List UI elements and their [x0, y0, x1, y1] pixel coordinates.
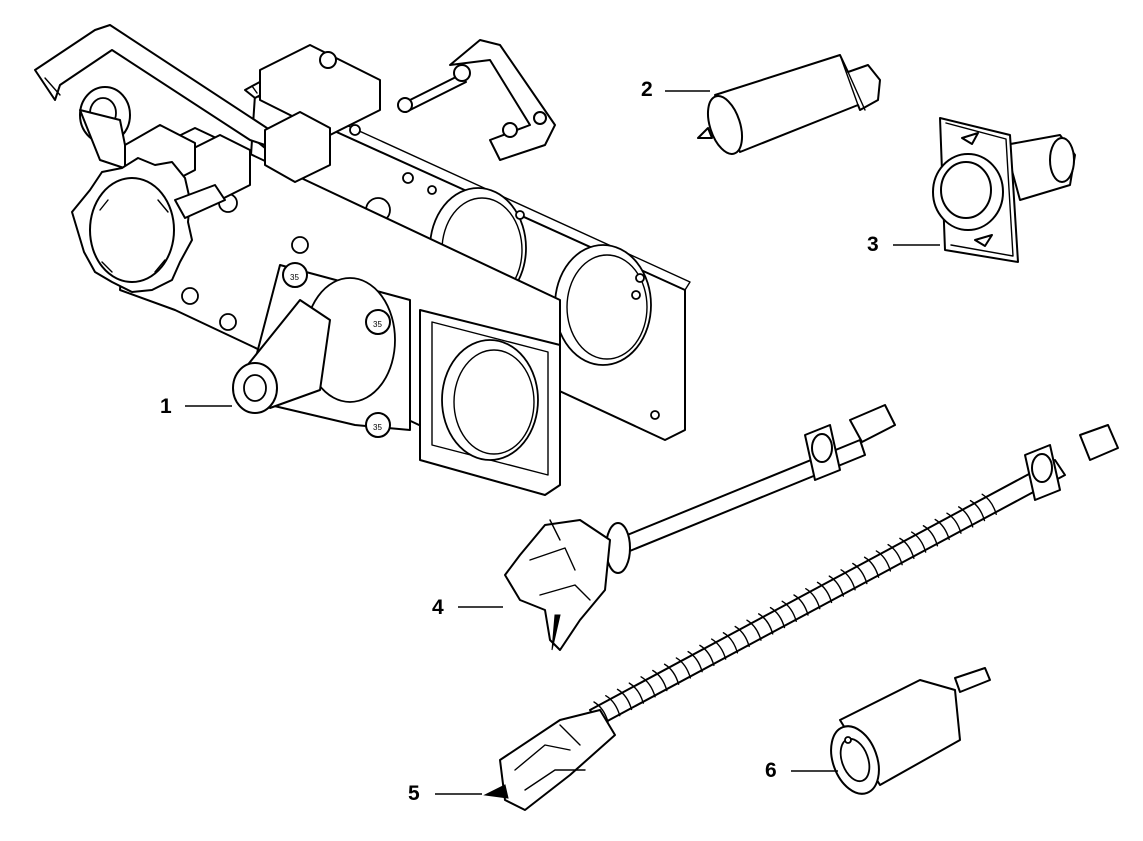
drill-jig-icon: 35 35 35: [34, 24, 691, 496]
callout-label-6: 6: [765, 759, 777, 782]
callout-label-4: 4: [432, 596, 444, 619]
callout-label-3: 3: [867, 233, 879, 256]
callout-6: 6: [765, 759, 838, 782]
callout-5: 5: [408, 782, 482, 805]
callout-4: 4: [432, 596, 503, 619]
callout-label-5: 5: [408, 782, 420, 805]
callout-3: 3: [867, 233, 940, 256]
callout-2: 2: [641, 78, 710, 101]
auger-bit-icon: [483, 424, 1119, 811]
forstner-bit-icon: [504, 404, 896, 651]
centering-pin-icon: [697, 54, 881, 155]
callout-1: 1: [160, 395, 232, 418]
drill-guide-bushing-icon: [932, 117, 1076, 263]
svg-text:35: 35: [290, 273, 299, 282]
callout-label-2: 2: [641, 78, 653, 101]
bit-coupling-icon: [830, 667, 991, 795]
svg-text:35: 35: [373, 320, 382, 329]
callout-label-1: 1: [160, 395, 172, 418]
svg-text:35: 35: [373, 423, 382, 432]
